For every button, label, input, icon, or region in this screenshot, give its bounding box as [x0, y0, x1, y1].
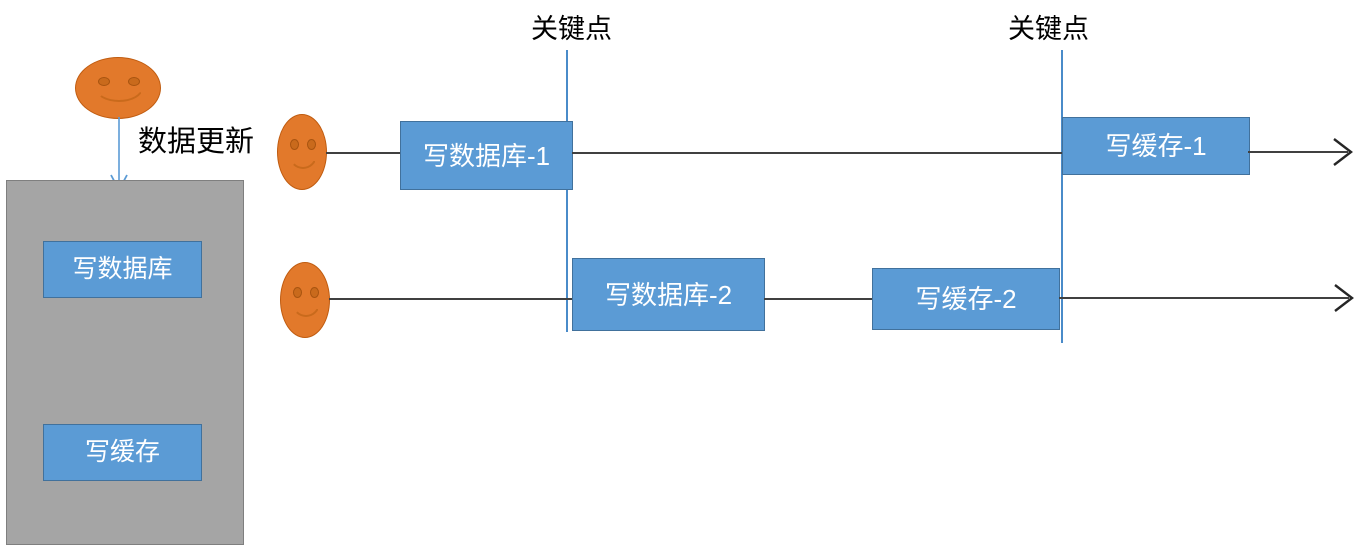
timeline-1-box-write-cache-label: 写缓存-1 — [1105, 131, 1207, 161]
timeline-1-segment-b — [572, 152, 1064, 154]
smiley-eye-right — [128, 77, 140, 86]
smiley-mouth — [289, 155, 317, 169]
data-update-label: 数据更新 — [138, 126, 255, 158]
smiley-eye-right — [310, 287, 319, 298]
timeline-2-box-write-cache[interactable]: 写缓存-2 — [872, 268, 1060, 330]
actor-smiley-row-2 — [280, 262, 330, 338]
timeline-2-box-write-db[interactable]: 写数据库-2 — [572, 258, 765, 331]
timeline-2-segment-a — [329, 298, 573, 300]
smiley-eye-right — [307, 139, 316, 150]
timeline-2-box-write-cache-label: 写缓存-2 — [915, 284, 1017, 314]
timeline-1-end-arrow — [1248, 138, 1353, 166]
smiley-mouth — [95, 88, 143, 102]
container-step-write-db-label: 写数据库 — [72, 255, 173, 283]
actor-smiley-top — [75, 57, 161, 119]
timeline-2-segment-b — [764, 298, 874, 300]
keypoint-label-2: 关键点 — [1008, 14, 1089, 44]
process-container — [6, 180, 244, 545]
smiley-eye-left — [290, 139, 299, 150]
timeline-1-segment-a — [326, 152, 402, 154]
keypoint-vertical-line-1 — [566, 50, 568, 332]
actor-smiley-row-1 — [277, 114, 327, 190]
keypoint-vertical-line-2 — [1061, 50, 1063, 343]
smiley-eye-left — [293, 287, 302, 298]
timeline-1-box-write-cache[interactable]: 写缓存-1 — [1062, 117, 1250, 175]
container-step-write-db[interactable]: 写数据库 — [43, 241, 202, 298]
smiley-eye-left — [98, 77, 110, 86]
keypoint-label-1: 关键点 — [531, 14, 612, 44]
timeline-1-box-write-db[interactable]: 写数据库-1 — [400, 121, 573, 190]
container-step-write-cache[interactable]: 写缓存 — [43, 424, 202, 481]
smiley-mouth — [292, 303, 320, 317]
timeline-1-box-write-db-label: 写数据库-1 — [422, 140, 551, 171]
container-step-write-cache-label: 写缓存 — [84, 438, 160, 466]
timeline-2-box-write-db-label: 写数据库-2 — [604, 279, 733, 310]
timeline-2-end-arrow — [1059, 284, 1354, 312]
